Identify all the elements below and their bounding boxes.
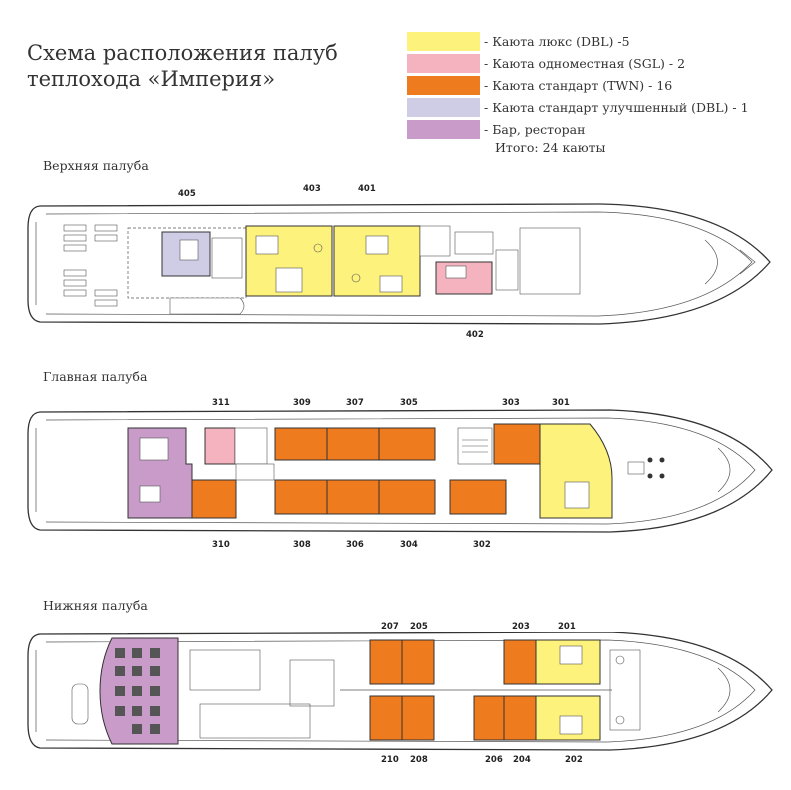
cabin-210	[369, 695, 403, 741]
cabin-number-304: 304	[400, 540, 418, 550]
lower-deck-hull	[27, 632, 773, 751]
cabin-205	[401, 639, 435, 685]
cabin-number-405: 405	[178, 189, 196, 199]
cabin-number-307: 307	[346, 398, 364, 408]
cabin-number-205: 205	[410, 622, 428, 632]
legend-label-single: - Каюта одноместная (SGL) - 2	[484, 55, 686, 71]
legend-swatch-suite	[407, 31, 480, 51]
legend-swatch-improved	[407, 97, 480, 117]
cabin-number-401: 401	[358, 184, 376, 194]
cabin-301	[539, 423, 613, 519]
main-deck-hull	[27, 409, 773, 533]
cabin-number-308: 308	[293, 540, 311, 550]
legend-item-suite: - Каюта люкс (DBL) -5	[407, 30, 749, 52]
legend-item-single: - Каюта одноместная (SGL) - 2	[407, 52, 749, 74]
cabin-number-306: 306	[346, 540, 364, 550]
page-title: Схема расположения палуб теплохода «Импе…	[27, 40, 338, 92]
cabin-207	[369, 639, 403, 685]
cabin-number-311: 311	[212, 398, 230, 408]
cabin-204	[503, 695, 537, 741]
legend-item-improved: - Каюта стандарт улучшенный (DBL) - 1	[407, 96, 749, 118]
title-line-1: Схема расположения палуб	[27, 41, 338, 65]
deck-label-upper: Верхняя палуба	[43, 158, 149, 173]
lower-deck-plan	[27, 632, 773, 751]
legend-label-standard: - Каюта стандарт (TWN) - 16	[484, 77, 673, 93]
legend: - Каюта люкс (DBL) -5 - Каюта одноместна…	[407, 30, 749, 140]
cabin-203	[503, 639, 537, 685]
cabin-306	[326, 479, 380, 515]
cabin-number-206: 206	[485, 755, 503, 765]
cabin-number-208: 208	[410, 755, 428, 765]
cabin-208	[401, 695, 435, 741]
cabin-308	[274, 479, 328, 515]
cabin-311	[204, 427, 236, 465]
cabin-number-203: 203	[512, 622, 530, 632]
legend-label-bar: - Бар, ресторан	[484, 121, 586, 137]
legend-swatch-standard	[407, 75, 480, 95]
cabin-number-301: 301	[552, 398, 570, 408]
cabin-number-303: 303	[502, 398, 520, 408]
cabin-307	[326, 427, 380, 461]
cabin-304	[378, 479, 436, 515]
legend-item-standard: - Каюта стандарт (TWN) - 16	[407, 74, 749, 96]
cabin-number-310: 310	[212, 540, 230, 550]
cabin-number-201: 201	[558, 622, 576, 632]
title-line-2: теплохода «Империя»	[27, 67, 276, 91]
cabin-number-403: 403	[303, 184, 321, 194]
upper-deck-chairs	[63, 224, 118, 307]
cabin-number-305: 305	[400, 398, 418, 408]
restaurant-tables	[115, 648, 160, 734]
legend-item-bar: - Бар, ресторан	[407, 118, 749, 140]
cabin-number-309: 309	[293, 398, 311, 408]
cabin-number-207: 207	[381, 622, 399, 632]
cabin-310	[191, 479, 237, 519]
cabin-number-204: 204	[513, 755, 531, 765]
legend-swatch-bar	[407, 119, 480, 139]
upper-deck-hull	[27, 203, 771, 325]
legend-label-suite: - Каюта люкс (DBL) -5	[484, 33, 630, 49]
total-cabins: Итого: 24 каюты	[495, 140, 606, 155]
cabin-305	[378, 427, 436, 461]
cabin-number-302: 302	[473, 540, 491, 550]
legend-label-improved: - Каюта стандарт улучшенный (DBL) - 1	[484, 99, 749, 115]
cabin-number-402: 402	[466, 330, 484, 340]
cabin-302	[449, 479, 507, 515]
deck-label-lower: Нижняя палуба	[43, 598, 148, 613]
cabin-309	[274, 427, 328, 461]
upper-deck-plan	[27, 203, 771, 325]
legend-swatch-single	[407, 53, 480, 73]
deck-label-main: Главная палуба	[43, 369, 148, 384]
cabin-303	[493, 423, 541, 465]
cabin-206	[473, 695, 505, 741]
main-deck-plan	[27, 409, 773, 533]
cabin-number-202: 202	[565, 755, 583, 765]
cabin-number-210: 210	[381, 755, 399, 765]
